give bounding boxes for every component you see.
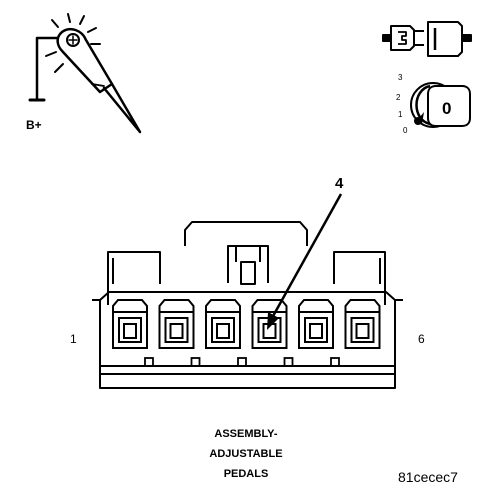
cavity-6 — [344, 299, 381, 349]
connector-housing — [92, 221, 403, 389]
connector-cavities — [112, 299, 381, 367]
caption-line-1: ASSEMBLY- — [214, 428, 278, 440]
rail-notch-5 — [330, 357, 340, 367]
rail-notch-1 — [144, 357, 154, 367]
callout-label: 4 — [335, 175, 344, 192]
ignition-position-2: 2 — [396, 93, 401, 102]
rail-notch-3 — [237, 357, 247, 367]
cavity-5 — [298, 299, 334, 349]
disconnected-connector-icon — [382, 21, 472, 57]
figure-id: 81cecec7 — [398, 469, 458, 485]
first-pin-label: 1 — [70, 332, 77, 346]
last-pin-label: 6 — [418, 332, 425, 346]
cavity-2 — [158, 299, 195, 349]
ignition-position-3: 3 — [398, 73, 403, 82]
callout-leader-line — [270, 193, 343, 319]
callout-arrowhead — [267, 312, 279, 330]
test-light-probe-icon — [28, 13, 142, 134]
caption-line-3: PEDALS — [224, 468, 269, 480]
supply-label: B+ — [26, 118, 42, 132]
rail-notch-4 — [283, 357, 294, 367]
rail-notch-2 — [190, 357, 201, 367]
cavity-3 — [205, 299, 241, 349]
ignition-key-icon — [410, 82, 471, 128]
caption-line-2: ADJUSTABLE — [209, 448, 282, 460]
ignition-position-1: 1 — [398, 110, 403, 119]
cavity-1 — [112, 299, 148, 349]
ignition-key-label: 0 — [442, 99, 451, 118]
ignition-position-0: 0 — [403, 126, 408, 135]
